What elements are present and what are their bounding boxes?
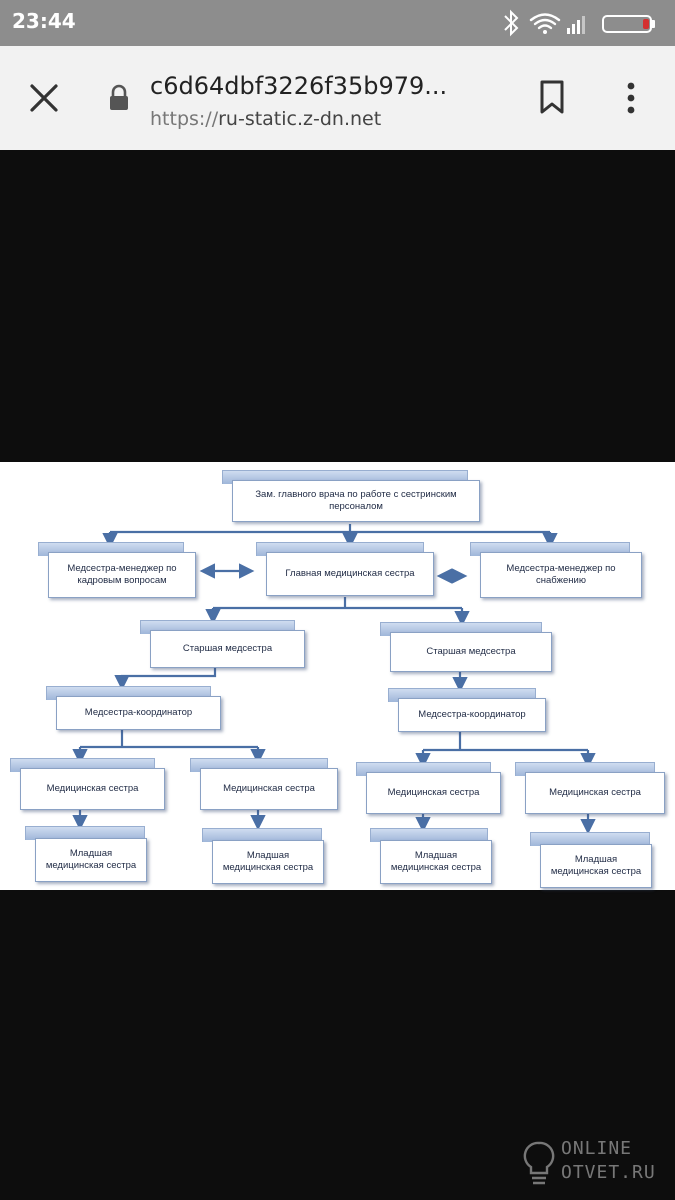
connectors — [72, 524, 596, 835]
url-host: ru-static.z-dn.net — [218, 108, 382, 130]
close-button[interactable] — [26, 80, 62, 116]
node-junior-nurse-2: Младшая медицинская сестра — [212, 840, 324, 884]
watermark-line-2: OTVET.RU — [561, 1162, 656, 1183]
node-manager-hr: Медсестра-менеджер по кадровым вопросам — [48, 552, 196, 598]
status-time: 23:44 — [12, 9, 76, 33]
node-nurse-3: Медицинская сестра — [366, 772, 501, 814]
bookmark-button[interactable] — [537, 79, 567, 115]
page-title: c6d64dbf3226f35b979... — [150, 72, 448, 100]
node-chief-nurse: Главная медицинская сестра — [266, 552, 434, 596]
status-icons — [503, 8, 663, 38]
bookmark-icon — [540, 80, 564, 114]
lightbulb-icon — [523, 1141, 555, 1185]
wifi-icon — [529, 13, 561, 34]
node-manager-supply: Медсестра-менеджер по снабжению — [480, 552, 642, 598]
node-tab — [202, 828, 322, 842]
node-tab — [25, 826, 145, 840]
node-tab — [370, 828, 488, 842]
org-chart-image[interactable]: Зам. главного врача по работе с сестринс… — [0, 462, 675, 890]
more-vert-icon — [627, 82, 635, 114]
browser-toolbar: c6d64dbf3226f35b979... https://ru-static… — [0, 46, 675, 150]
signal-icon — [567, 16, 585, 34]
node-junior-nurse-1: Младшая медицинская сестра — [35, 838, 147, 882]
node-nurse-1: Медицинская сестра — [20, 768, 165, 810]
watermark-line-1: ONLINE — [561, 1138, 633, 1159]
status-bar: 23:44 — [0, 0, 675, 46]
more-menu-button[interactable] — [619, 80, 643, 116]
node-coordinator-right: Медсестра-координатор — [398, 698, 546, 732]
lock-icon — [108, 84, 130, 112]
node-senior-nurse-right: Старшая медсестра — [390, 632, 552, 672]
battery-icon — [602, 15, 655, 33]
node-nurse-2: Медицинская сестра — [200, 768, 338, 810]
node-junior-nurse-3: Младшая медицинская сестра — [380, 840, 492, 884]
node-coordinator-left: Медсестра-координатор — [56, 696, 221, 730]
page-url: https://ru-static.z-dn.net — [150, 108, 381, 130]
close-icon — [30, 84, 58, 112]
node-nurse-4: Медицинская сестра — [525, 772, 665, 814]
node-senior-nurse-left: Старшая медсестра — [150, 630, 305, 668]
url-protocol: https:// — [150, 108, 219, 130]
node-deputy-chief: Зам. главного врача по работе с сестринс… — [232, 480, 480, 522]
node-tab — [530, 832, 650, 846]
node-junior-nurse-4: Младшая медицинская сестра — [540, 844, 652, 888]
bluetooth-icon — [504, 9, 519, 37]
watermark: ONLINE OTVET.RU — [521, 1134, 661, 1190]
